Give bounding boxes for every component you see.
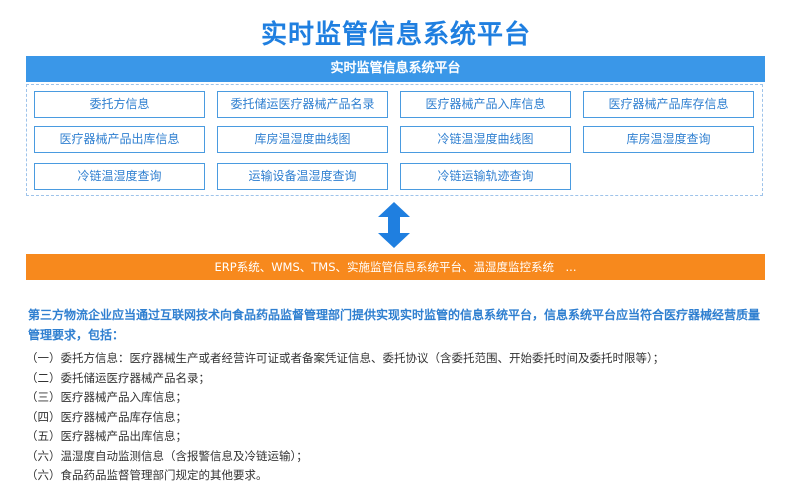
platform-bar: 实时监管信息系统平台	[26, 56, 765, 82]
module-coldchain-track: 冷链运输轨迹查询	[400, 163, 571, 190]
module-inbound-info: 医疗器械产品入库信息	[400, 91, 571, 118]
list-item: （四）医疗器械产品库存信息；	[26, 409, 187, 424]
module-inventory-info: 医疗器械产品库存信息	[583, 91, 754, 118]
module-coldchain-query: 冷链温湿度查询	[34, 163, 205, 190]
list-item: （三）医疗器械产品入库信息；	[26, 390, 187, 404]
list-item: （六）食品药品监督管理部门规定的其他要求。	[26, 468, 268, 482]
requirements-list: （一）委托方信息：医疗器械生产或者经营许可证或者备案凭证信息、委托协议（含委托范…	[26, 349, 776, 486]
module-warehouse-curve: 库房温湿度曲线图	[217, 126, 388, 153]
module-transport-query: 运输设备温湿度查询	[217, 163, 388, 190]
list-item: （二）委托储运医疗器械产品名录；	[26, 370, 210, 385]
page-title: 实时监管信息系统平台	[260, 20, 531, 50]
double-vertical-arrow-icon	[378, 202, 410, 248]
intro-paragraph: 第三方物流企业应当通过互联网技术向食品药品监督管理部门提供实现实时监管的信息系统…	[28, 308, 761, 342]
module-outbound-info: 医疗器械产品出库信息	[34, 126, 205, 153]
list-item: （六）温湿度自动监测信息（含报警信息及冷链运输）；	[26, 448, 308, 463]
module-area: 委托方信息 委托储运医疗器械产品名录 医疗器械产品入库信息 医疗器械产品库存信息…	[26, 84, 763, 196]
module-client-info: 委托方信息	[34, 91, 205, 118]
list-item: （五）医疗器械产品出库信息；	[26, 429, 187, 443]
systems-bar: ERP系统、WMS、TMS、实施监管信息系统平台、温湿度监控系统 ...	[26, 254, 765, 280]
module-coldchain-curve: 冷链温湿度曲线图	[400, 126, 571, 153]
list-item: （一）委托方信息：医疗器械生产或者经营许可证或者备案凭证信息、委托协议（含委托范…	[26, 351, 665, 365]
module-product-catalog: 委托储运医疗器械产品名录	[217, 91, 388, 118]
module-warehouse-query: 库房温湿度查询	[583, 126, 754, 153]
